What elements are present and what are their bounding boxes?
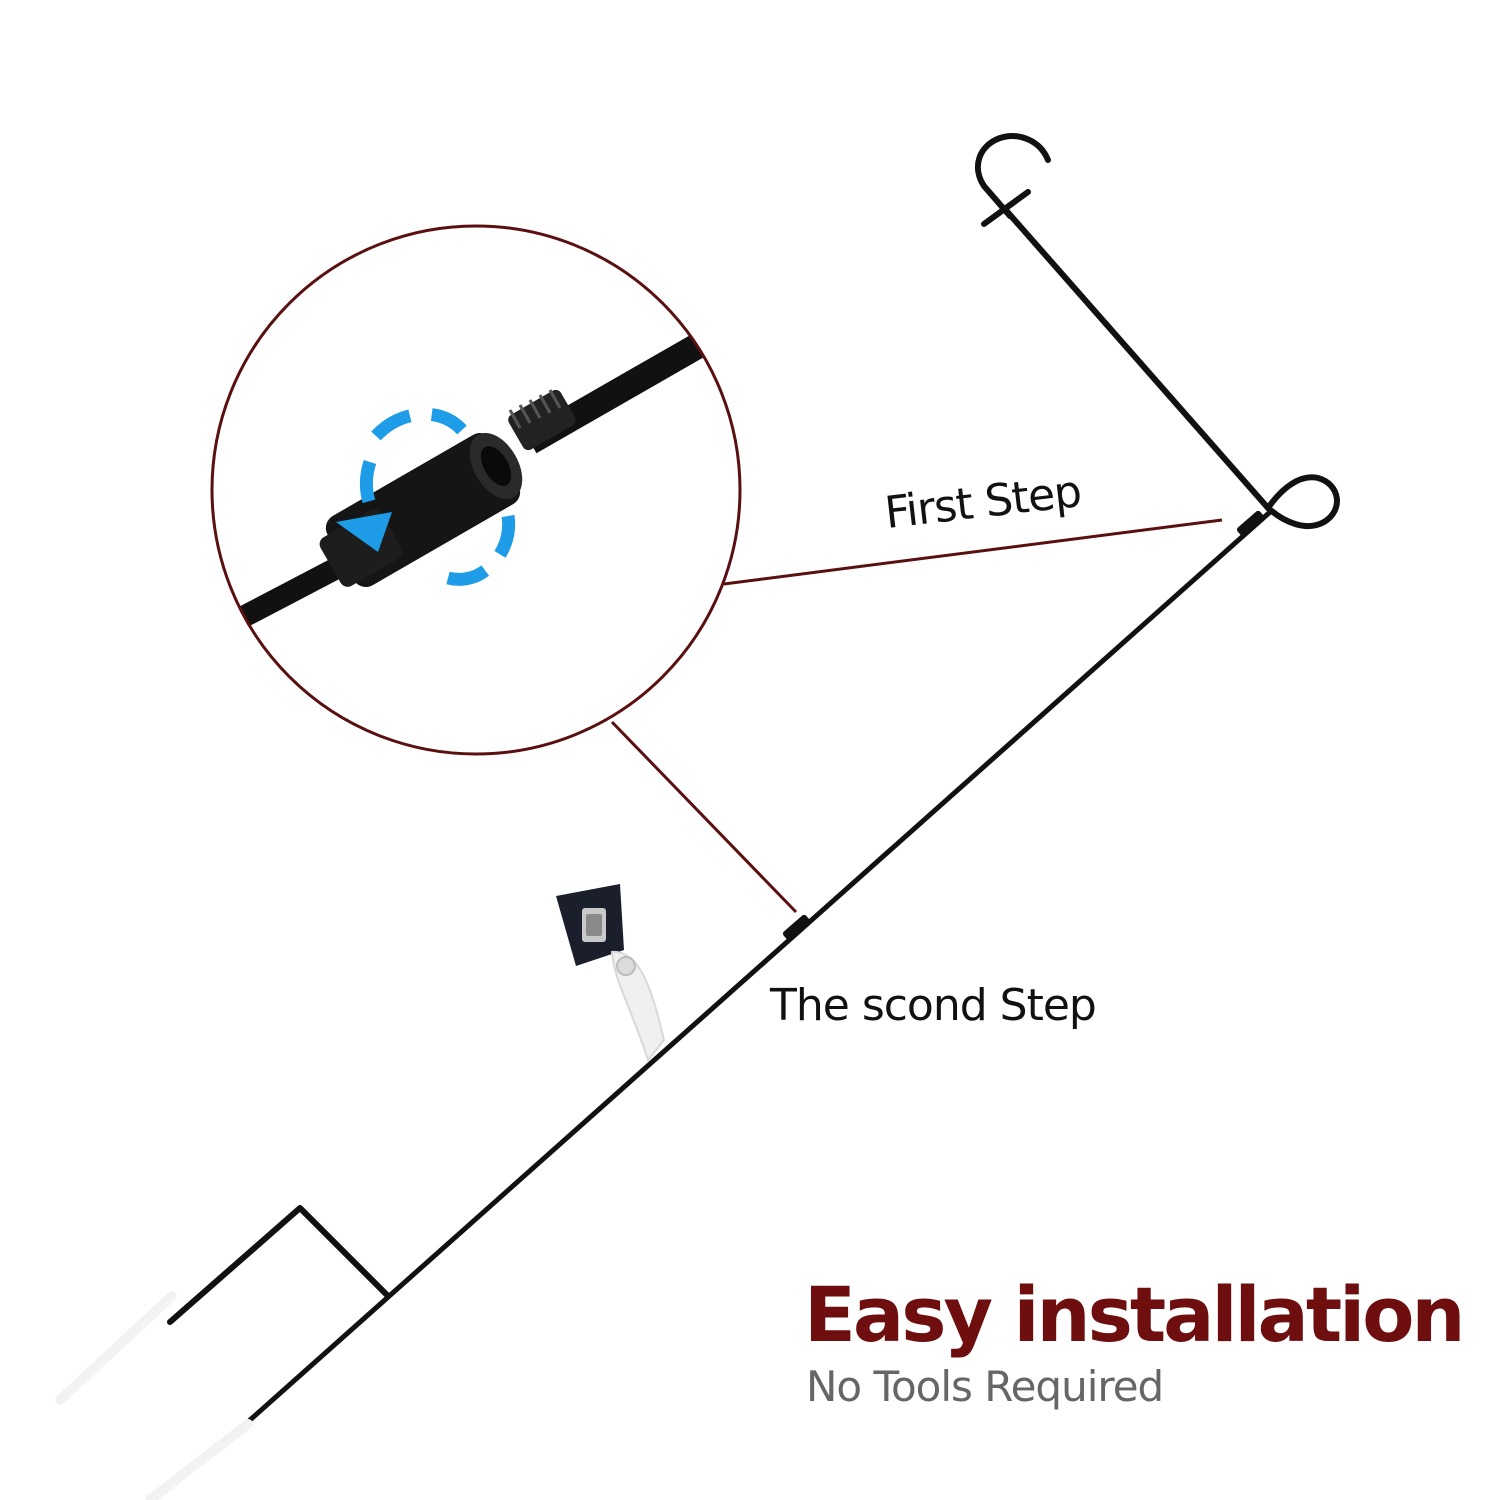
first-step-callout-line (723, 518, 1223, 586)
flag-clip-icon (556, 884, 666, 1063)
threaded-rod-end (508, 389, 576, 451)
flag-pole (167, 133, 1340, 1423)
headline-subtitle: No Tools Required (806, 1362, 1164, 1411)
ground-stake (167, 1205, 391, 1325)
upper-arm (1001, 205, 1271, 511)
joint-loop (1265, 474, 1340, 529)
second-joint-sleeve (782, 914, 812, 942)
second-step-label: The scond Step (770, 980, 1097, 1031)
headline-title: Easy installation (804, 1270, 1466, 1359)
main-pole (247, 509, 1273, 1423)
rotate-arrow-icon (359, 407, 516, 586)
stake-fade-right (145, 1419, 253, 1500)
second-step-callout-line (610, 720, 798, 914)
top-hook (974, 133, 1051, 219)
stake-fade-left (55, 1291, 177, 1405)
first-joint-sleeve (1236, 510, 1266, 538)
zoom-detail (210, 224, 742, 756)
